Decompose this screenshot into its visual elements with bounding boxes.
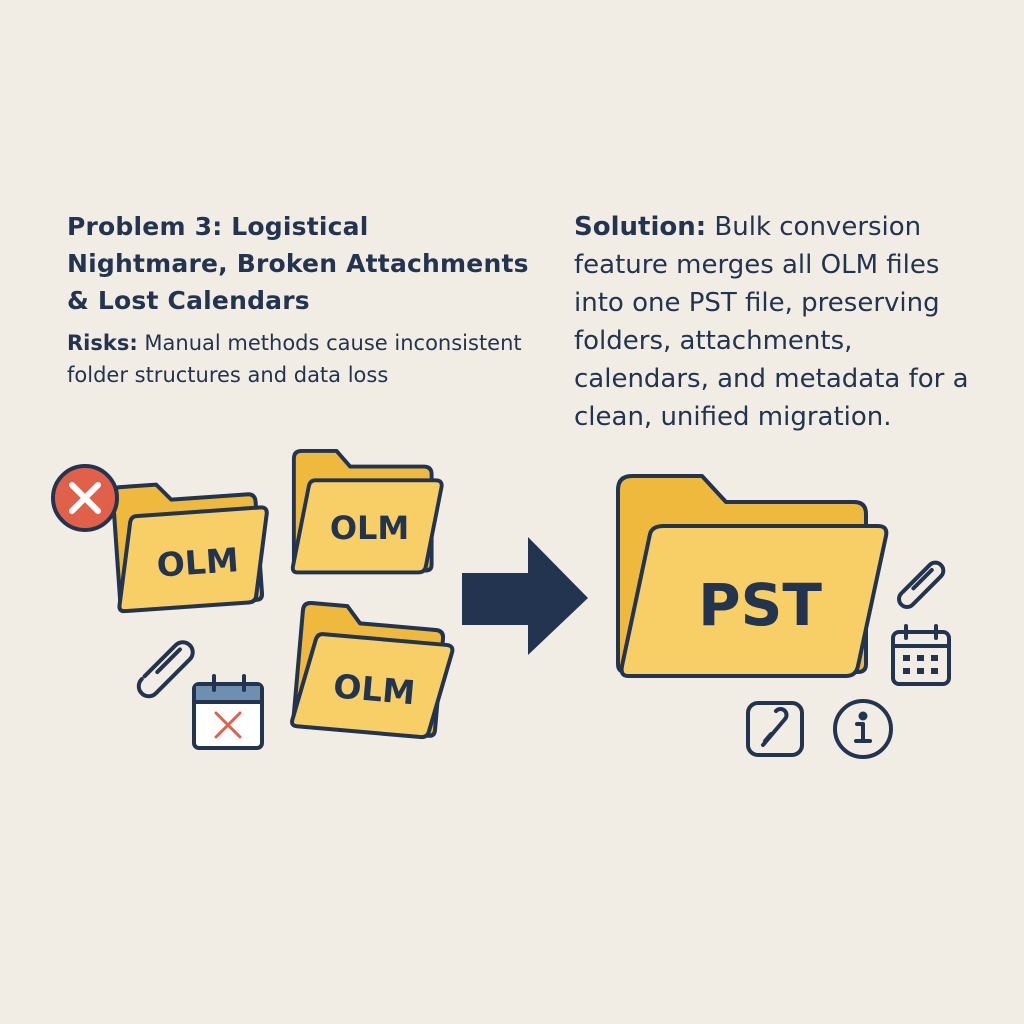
olm-folder-2: OLM	[290, 448, 444, 575]
error-x-icon	[51, 464, 119, 532]
solution-text: Solution: Bulk conversion feature merges…	[574, 208, 994, 436]
olm-folder-1: OLM	[109, 475, 275, 614]
problem-title: Problem 3: Logistical Nightmare, Broken …	[67, 212, 529, 315]
solution-section: Solution: Bulk conversion feature merges…	[574, 208, 994, 436]
risks-text: Risks: Manual methods cause inconsistent…	[67, 327, 537, 391]
link-icon	[746, 701, 804, 757]
pst-folder-label: PST	[698, 571, 822, 639]
solution-label: Solution:	[574, 212, 707, 242]
calendar-icon	[891, 624, 951, 686]
olm-folder-1-label: OLM	[155, 540, 239, 585]
calendar-error-icon	[192, 674, 264, 750]
paperclip-icon	[136, 640, 195, 699]
problem-section: Problem 3: Logistical Nightmare, Broken …	[67, 208, 537, 391]
risks-description: Manual methods cause inconsistent folder…	[67, 331, 522, 387]
risks-label: Risks:	[67, 331, 138, 355]
arrow-right-icon	[462, 537, 588, 655]
olm-folder-3: OLM	[289, 600, 458, 742]
olm-folder-2-label: OLM	[330, 509, 409, 547]
attachment-icon	[897, 560, 946, 609]
pst-folder: PST	[616, 474, 889, 678]
solution-description: Bulk conversion feature merges all OLM f…	[574, 212, 969, 432]
info-icon	[833, 699, 893, 759]
olm-folder-3-label: OLM	[332, 666, 417, 712]
